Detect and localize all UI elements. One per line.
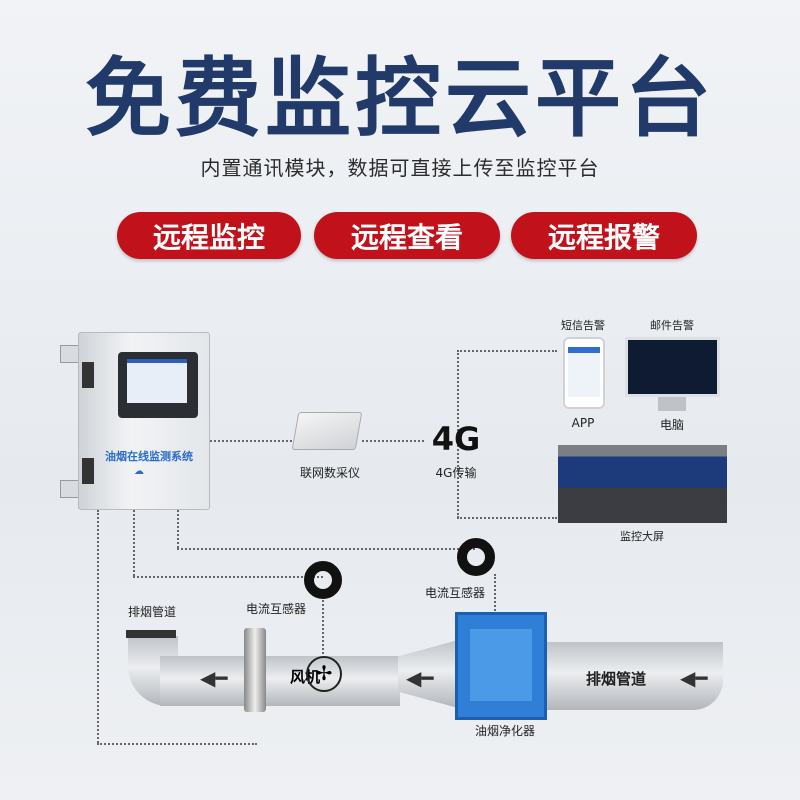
connector-line xyxy=(97,743,257,745)
current-transformer-icon xyxy=(457,538,495,576)
feature-remote-alarm: 远程报警 xyxy=(511,212,697,259)
4g-label: 4G传输 xyxy=(435,466,477,480)
pc-label: 电脑 xyxy=(659,418,685,432)
4g-heading: 4G xyxy=(431,420,481,458)
connector-line xyxy=(210,440,292,442)
mount-bracket xyxy=(60,480,80,498)
big-screen-label: 监控大屏 xyxy=(620,530,664,543)
mount-bracket xyxy=(60,345,80,363)
connector-line xyxy=(97,510,99,743)
touch-screen xyxy=(118,352,198,418)
collector-label: 联网数采仪 xyxy=(299,466,361,480)
subtitle: 内置通讯模块，数据可直接上传至监控平台 xyxy=(200,156,600,180)
duct-left-label: 排烟管道 xyxy=(127,605,177,619)
email-alarm-label: 邮件告警 xyxy=(650,319,694,332)
probe-sensor xyxy=(244,628,266,712)
feature-remote-view: 远程查看 xyxy=(314,212,500,259)
connector-line xyxy=(457,517,557,519)
exhaust-duct-right xyxy=(543,642,723,710)
flow-arrow-icon: ◀━ xyxy=(200,666,228,690)
data-collector-device xyxy=(291,412,363,450)
oil-fume-purifier xyxy=(455,612,547,720)
duct-opening xyxy=(126,630,176,638)
connector-line xyxy=(133,510,135,576)
fan-icon: ✢ xyxy=(306,656,342,692)
phone-app-image xyxy=(563,337,605,409)
duct-right-label: 排烟管道 xyxy=(586,670,647,688)
feature-remote-monitor: 远程监控 xyxy=(117,212,301,259)
connector-line xyxy=(457,350,557,352)
connector-line xyxy=(177,510,179,548)
flow-arrow-icon: ◀━ xyxy=(406,666,434,690)
sensor1-label: 电流互感器 xyxy=(245,602,307,616)
connector-line xyxy=(322,596,324,666)
app-label: APP xyxy=(571,416,595,430)
cloud-logo-icon: ☁ xyxy=(134,466,144,477)
monitor-stand xyxy=(658,397,686,411)
connector-line xyxy=(362,440,424,442)
connector-line xyxy=(177,548,475,550)
sensor2-label: 电流互感器 xyxy=(424,586,486,600)
flow-arrow-icon: ◀━ xyxy=(680,666,708,690)
exhaust-duct xyxy=(160,656,400,706)
connector-line xyxy=(133,576,323,578)
connector-line xyxy=(494,574,496,614)
purifier-label: 油烟净化器 xyxy=(474,724,536,738)
hinge xyxy=(82,458,94,484)
page-title: 免费监控云平台 xyxy=(85,49,715,149)
current-transformer-icon xyxy=(304,561,342,599)
sms-alarm-label: 短信告警 xyxy=(561,319,605,332)
hinge xyxy=(82,362,94,388)
pc-monitor-image xyxy=(625,337,720,397)
control-room-screen-image xyxy=(558,445,727,523)
connector-line xyxy=(457,350,459,518)
cabinet-label: 油烟在线监测系统 xyxy=(105,450,193,463)
